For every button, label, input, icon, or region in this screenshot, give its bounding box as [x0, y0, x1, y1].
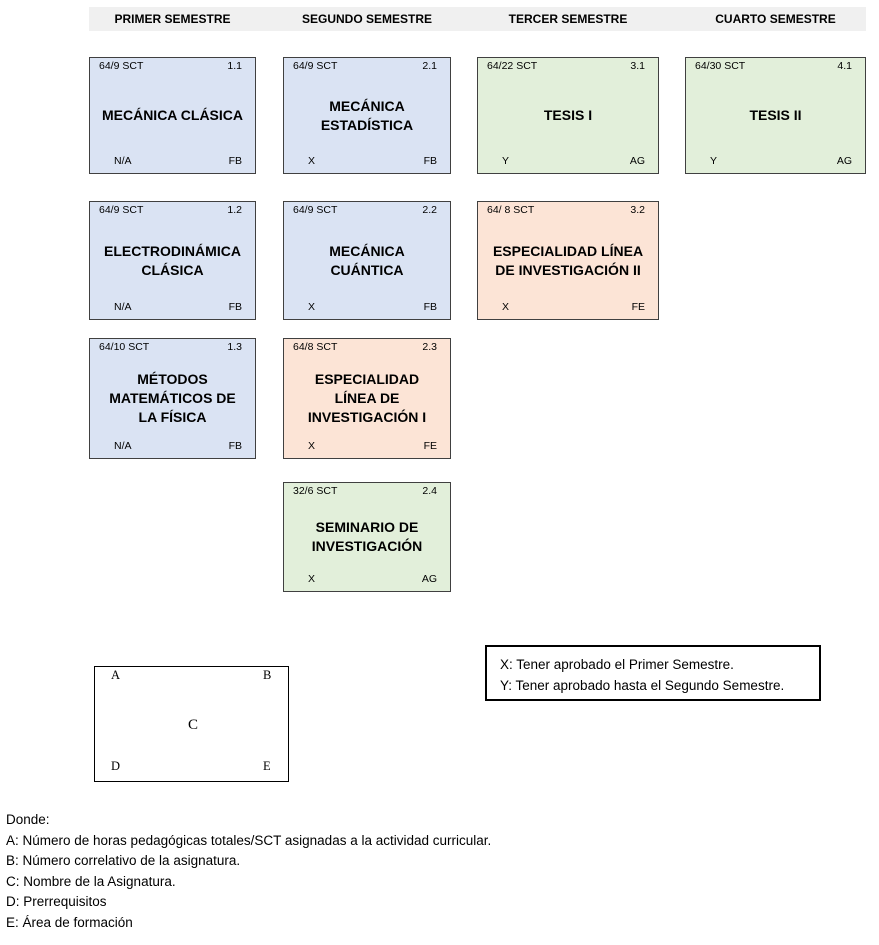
legend-e: E [263, 759, 271, 773]
donde-b: B: Número correlativo de la asignatura. [6, 853, 241, 868]
semester-header-bar [89, 7, 866, 31]
card-legend-box: A B C D E [94, 666, 289, 782]
course-hours: 64/30 SCT [695, 60, 746, 72]
course-number: 2.2 [422, 204, 437, 216]
legend-description: Donde: A: Número de horas pedagógicas to… [6, 810, 491, 933]
course-card-3-1: 64/22 SCT 3.1 TESIS I Y AG [477, 57, 659, 174]
course-area: AG [421, 573, 437, 585]
course-name: MECÁNICA ESTADÍSTICA [320, 97, 414, 133]
course-name: ESPECIALIDAD LÍNEA DE INVESTIGACIÓN I [307, 371, 427, 425]
course-hours: 64/10 SCT [99, 341, 150, 353]
donde-c: C: Nombre de la Asignatura. [6, 873, 176, 889]
course-number: 1.3 [227, 341, 242, 353]
course-prereq: X [502, 301, 510, 313]
course-name: MECÁNICA CLÁSICA [101, 107, 244, 123]
header-semester-1: PRIMER SEMESTRE [114, 12, 231, 26]
course-area: FB [228, 301, 242, 313]
header-semester-4: CUARTO SEMESTRE [715, 12, 836, 26]
course-name: MECÁNICA CUÁNTICA [329, 242, 405, 278]
course-number: 2.4 [422, 485, 437, 497]
course-hours: 32/6 SCT [293, 485, 338, 497]
header-semester-2: SEGUNDO SEMESTRE [301, 12, 433, 26]
course-area: FE [631, 301, 645, 313]
course-card-2-4: 32/6 SCT 2.4 SEMINARIO DE INVESTIGACIÓN … [283, 482, 451, 592]
course-area: FB [228, 440, 242, 452]
course-area: FB [228, 155, 242, 167]
donde-d: D: Prerrequisitos [6, 894, 107, 909]
course-number: 2.1 [422, 60, 437, 72]
course-name: ESPECIALIDAD LÍNEA DE INVESTIGACIÓN II [492, 242, 644, 278]
course-prereq: X [308, 155, 316, 167]
course-name: ELECTRODINÁMICA CLÁSICA [104, 242, 241, 278]
donde-e: E: Área de formación [6, 914, 133, 930]
course-card-4-1: 64/30 SCT 4.1 TESIS II Y AG [685, 57, 866, 174]
course-prereq: Y [710, 155, 718, 167]
legend-c: C [188, 717, 199, 733]
legend-a: A [111, 668, 121, 682]
course-prereq: N/A [114, 155, 132, 167]
prerequisite-notes-box: X: Tener aprobado el Primer Semestre. Y:… [485, 645, 821, 701]
header-semester-3: TERCER SEMESTRE [508, 12, 628, 26]
course-prereq: N/A [114, 440, 132, 452]
course-area: AG [836, 155, 852, 167]
course-card-1-3: 64/10 SCT 1.3 MÉTODOS MATEMÁTICOS DE LA … [89, 338, 256, 459]
course-number: 4.1 [837, 60, 852, 72]
course-card-2-2: 64/9 SCT 2.2 MECÁNICA CUÁNTICA X FB [283, 201, 451, 320]
course-card-2-1: 64/9 SCT 2.1 MECÁNICA ESTADÍSTICA X FB [283, 57, 451, 174]
course-name: TESIS II [749, 107, 802, 123]
course-number: 1.2 [227, 204, 242, 216]
course-card-1-1: 64/9 SCT 1.1 MECÁNICA CLÁSICA N/A FB [89, 57, 256, 174]
course-card-1-2: 64/9 SCT 1.2 ELECTRODINÁMICA CLÁSICA N/A… [89, 201, 256, 320]
legend-b: B [263, 668, 272, 682]
course-number: 3.2 [630, 204, 645, 216]
course-prereq: N/A [114, 301, 132, 313]
course-number: 2.3 [422, 341, 437, 353]
course-name: SEMINARIO DE INVESTIGACIÓN [311, 519, 423, 554]
course-number: 3.1 [630, 60, 645, 72]
course-area: FB [423, 301, 437, 313]
course-card-2-3: 64/8 SCT 2.3 ESPECIALIDAD LÍNEA DE INVES… [283, 338, 451, 459]
note-y: Y: Tener aprobado hasta el Segundo Semes… [500, 678, 785, 693]
course-prereq: X [308, 573, 316, 585]
course-prereq: X [308, 301, 316, 313]
course-hours: 64/8 SCT [293, 341, 338, 353]
course-name: TESIS I [543, 107, 593, 123]
donde-a: A: Número de horas pedagógicas totales/S… [6, 832, 492, 848]
course-hours: 64/22 SCT [487, 60, 538, 72]
course-name: MÉTODOS MATEMÁTICOS DE LA FÍSICA [109, 371, 236, 425]
legend-d: D [111, 759, 121, 773]
course-area: FB [423, 155, 437, 167]
course-prereq: Y [502, 155, 510, 167]
note-x: X: Tener aprobado el Primer Semestre. [500, 657, 734, 672]
course-area: AG [629, 155, 645, 167]
donde-title: Donde: [6, 812, 50, 827]
course-hours: 64/9 SCT [99, 204, 144, 216]
course-number: 1.1 [227, 60, 242, 72]
course-hours: 64/9 SCT [293, 204, 338, 216]
course-hours: 64/9 SCT [293, 60, 338, 72]
course-hours: 64/9 SCT [99, 60, 144, 72]
course-prereq: X [308, 440, 316, 452]
course-area: FE [423, 440, 437, 452]
course-card-3-2: 64/ 8 SCT 3.2 ESPECIALIDAD LÍNEA DE INVE… [477, 201, 659, 320]
course-hours: 64/ 8 SCT [487, 204, 535, 216]
